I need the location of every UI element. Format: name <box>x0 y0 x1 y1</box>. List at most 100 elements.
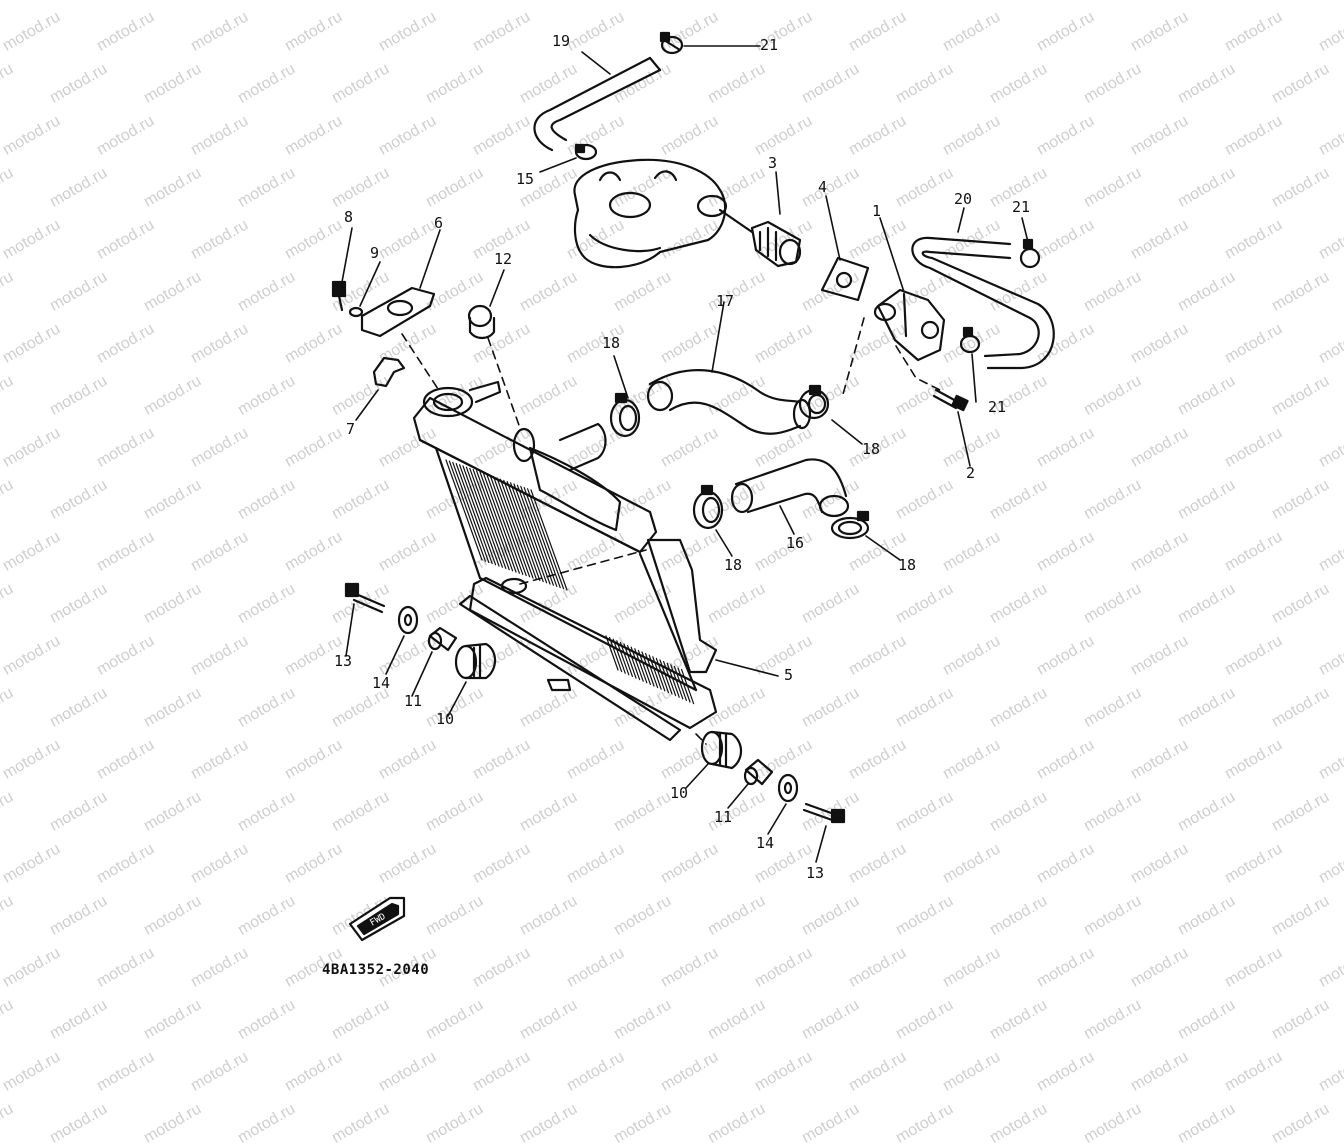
callout-15: 15 <box>516 170 535 188</box>
fin-line <box>677 667 691 703</box>
callout-2: 2 <box>966 464 976 482</box>
thermostat-3 <box>750 220 802 268</box>
hose-19 <box>533 56 662 152</box>
callout-18-d: 18 <box>898 556 917 574</box>
fin-line <box>612 638 626 674</box>
watermark-text: motod.ru <box>705 1100 769 1147</box>
watermark-text: motod.ru <box>1128 1048 1192 1095</box>
watermark-text: motod.ru <box>1316 1048 1344 1095</box>
fin-line <box>469 467 507 570</box>
fin-line <box>662 660 677 697</box>
washer-14-right <box>777 773 799 803</box>
bolt-8 <box>331 280 347 312</box>
fin-line <box>673 665 688 702</box>
fin-line <box>445 459 483 561</box>
callout-9: 9 <box>370 244 380 262</box>
watermark-text: motod.ru <box>846 1048 910 1095</box>
callout-18-b: 18 <box>862 440 881 458</box>
outlet-1 <box>873 288 946 362</box>
watermark-text: motod.ru <box>1034 1048 1098 1095</box>
callout-14-left: 14 <box>372 674 391 692</box>
fin-line <box>516 484 555 586</box>
callout-21-right: 21 <box>1012 198 1031 216</box>
clamp-18-d <box>830 510 870 540</box>
fin-line <box>486 473 524 576</box>
thermostat-housing <box>573 158 754 269</box>
fin-line <box>626 644 641 681</box>
radiator-core-fins <box>445 459 695 705</box>
watermark-text: motod.ru <box>188 1048 252 1095</box>
fin-line <box>455 463 493 565</box>
callout-17: 17 <box>716 292 735 310</box>
clamp-18-b <box>798 384 830 420</box>
watermark-text: motod.ru <box>0 1100 17 1147</box>
watermark-text: motod.ru <box>423 1100 487 1147</box>
cap-12 <box>467 304 496 340</box>
cap-6 <box>360 286 436 338</box>
fin-line <box>510 482 548 584</box>
fin-line <box>648 654 662 690</box>
callout-1: 1 <box>872 202 882 220</box>
fin-line <box>493 476 531 578</box>
callout-11-left: 11 <box>404 692 423 710</box>
gasket-4 <box>820 256 870 302</box>
fin-line <box>489 475 527 577</box>
collar-11-left <box>427 626 458 652</box>
callout-10-right: 10 <box>670 784 689 802</box>
fin-line <box>452 461 490 564</box>
fin-line <box>652 656 666 692</box>
fin-line <box>503 479 541 582</box>
callout-14-right: 14 <box>756 834 775 852</box>
callout-7: 7 <box>346 420 356 438</box>
fin-line <box>666 662 680 698</box>
hose-17 <box>646 369 812 435</box>
callout-8: 8 <box>344 208 354 226</box>
watermark-text: motod.ru <box>329 1100 393 1147</box>
fin-line <box>496 477 534 579</box>
fin-line <box>670 664 684 700</box>
fin-line <box>482 472 521 574</box>
fin-line <box>526 488 565 590</box>
watermark-text: motod.ru <box>1175 1100 1239 1147</box>
fin-line <box>630 646 644 682</box>
callout-21-top: 21 <box>760 36 779 54</box>
fin-line <box>459 464 497 566</box>
collar-11-right <box>743 758 774 786</box>
watermark-text: motod.ru <box>376 1048 440 1095</box>
leader-lines <box>341 45 1029 863</box>
washer-9 <box>348 306 364 318</box>
fin-line <box>680 668 695 705</box>
fin-line <box>520 485 558 588</box>
watermark-text: motod.ru <box>235 1100 299 1147</box>
callout-4: 4 <box>818 178 828 196</box>
washer-14-left <box>397 605 419 635</box>
callout-21-mid: 21 <box>988 398 1007 416</box>
watermark-text: motod.ru <box>611 1100 675 1147</box>
alignment-lines <box>401 317 941 745</box>
fin-line <box>462 465 500 567</box>
callout-13-right: 13 <box>806 864 825 882</box>
fin-line <box>659 659 673 695</box>
clamp-15 <box>574 143 598 161</box>
clamp-21-right <box>1019 238 1041 269</box>
watermark-text: motod.ru <box>0 1048 64 1095</box>
fin-line <box>465 466 503 568</box>
callout-16: 16 <box>786 534 805 552</box>
clamp-21-mid <box>959 326 981 354</box>
watermark-text: motod.ru <box>282 1048 346 1095</box>
callout-18-a: 18 <box>602 334 621 352</box>
callout-10-left: 10 <box>436 710 455 728</box>
clamp-18-a <box>609 392 641 438</box>
fin-line <box>506 481 544 583</box>
bolt-13-left <box>344 582 386 614</box>
fin-line <box>616 640 630 676</box>
watermark-text: motod.ru <box>564 1048 628 1095</box>
fin-line <box>499 478 538 580</box>
callout-20: 20 <box>954 190 973 208</box>
clamp-18-c <box>692 484 724 530</box>
callout-3: 3 <box>768 154 778 172</box>
watermark-text: motod.ru <box>1081 1100 1145 1147</box>
grommet-10-left <box>454 642 497 680</box>
fin-line <box>619 641 634 678</box>
